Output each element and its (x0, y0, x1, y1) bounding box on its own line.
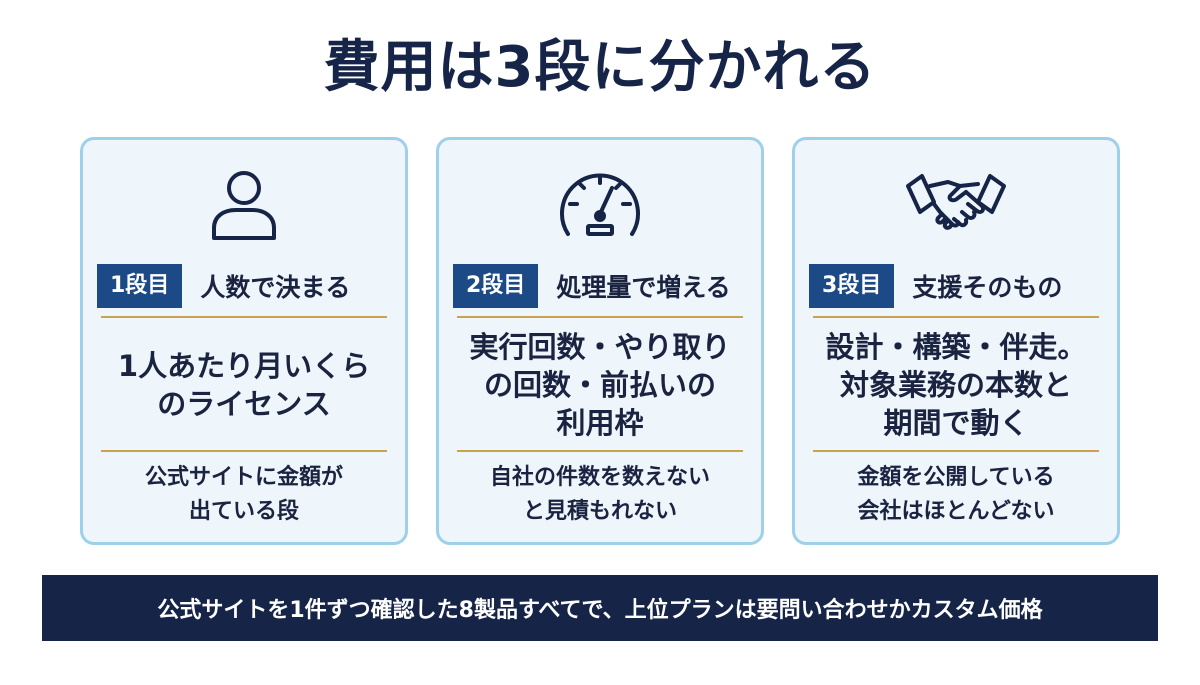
tier-heading: 支援そのもの (912, 273, 1063, 302)
card-tier-2: 2段目 処理量で増える 実行回数・やり取り の回数・前払いの 利用枠 自社の件数… (436, 137, 764, 545)
description-line: 対象業務の本数と (839, 368, 1072, 402)
tier-description: 1人あたり月いくら のライセンス (91, 323, 397, 447)
tier-note: 公式サイトに金額が 出ている段 (91, 456, 397, 534)
description-line: の回数・前払いの (483, 368, 716, 402)
tier-note: 自社の件数を数えない と見積もれない (447, 456, 753, 534)
divider (457, 316, 743, 318)
tier-description: 実行回数・やり取り の回数・前払いの 利用枠 (447, 323, 753, 447)
page-title: 費用は3段に分かれる (323, 35, 877, 100)
description-line: 実行回数・やり取り (469, 330, 731, 364)
divider (813, 450, 1099, 452)
description-line: 1人あたり月いくら (117, 349, 371, 383)
person-icon (83, 162, 405, 246)
card-heading: 3段目 支援そのもの (809, 264, 1062, 308)
card-heading: 1段目 人数で決まる (97, 264, 350, 308)
note-line: 公式サイトに金額が (144, 465, 343, 490)
speedometer-icon (439, 162, 761, 246)
tier-heading: 人数で決まる (200, 273, 351, 302)
footer-banner: 公式サイトを1件ずつ確認した8製品すべてで、上位プランは要問い合わせかカスタム価… (42, 575, 1158, 641)
note-line: 金額を公開している (857, 465, 1055, 490)
card-tier-3: 3段目 支援そのもの 設計・構築・伴走。 対象業務の本数と 期間で動く 金額を公… (792, 137, 1120, 545)
footer-text: 公式サイトを1件ずつ確認した8製品すべてで、上位プランは要問い合わせかカスタム価… (157, 598, 1043, 623)
description-line: のライセンス (157, 387, 331, 421)
tier-description: 設計・構築・伴走。 対象業務の本数と 期間で動く (803, 323, 1109, 447)
card-heading: 2段目 処理量で増える (453, 264, 731, 308)
tier-badge: 3段目 (809, 264, 895, 308)
note-line: と見積もれない (522, 499, 677, 524)
divider (813, 316, 1099, 318)
divider (457, 450, 743, 452)
note-line: 出ている段 (188, 499, 299, 524)
handshake-icon (795, 162, 1117, 246)
divider (101, 450, 387, 452)
tier-note: 金額を公開している 会社はほとんどない (803, 456, 1109, 534)
divider (101, 316, 387, 318)
description-line: 利用枠 (556, 406, 644, 440)
note-line: 自社の件数を数えない (489, 465, 710, 490)
card-tier-1: 1段目 人数で決まる 1人あたり月いくら のライセンス 公式サイトに金額が 出て… (80, 137, 408, 545)
tier-badge: 1段目 (97, 264, 183, 308)
note-line: 会社はほとんどない (857, 499, 1055, 524)
tier-badge: 2段目 (453, 264, 539, 308)
tier-heading: 処理量で増える (556, 273, 731, 302)
description-line: 設計・構築・伴走。 (825, 330, 1087, 364)
description-line: 期間で動く (883, 406, 1029, 440)
